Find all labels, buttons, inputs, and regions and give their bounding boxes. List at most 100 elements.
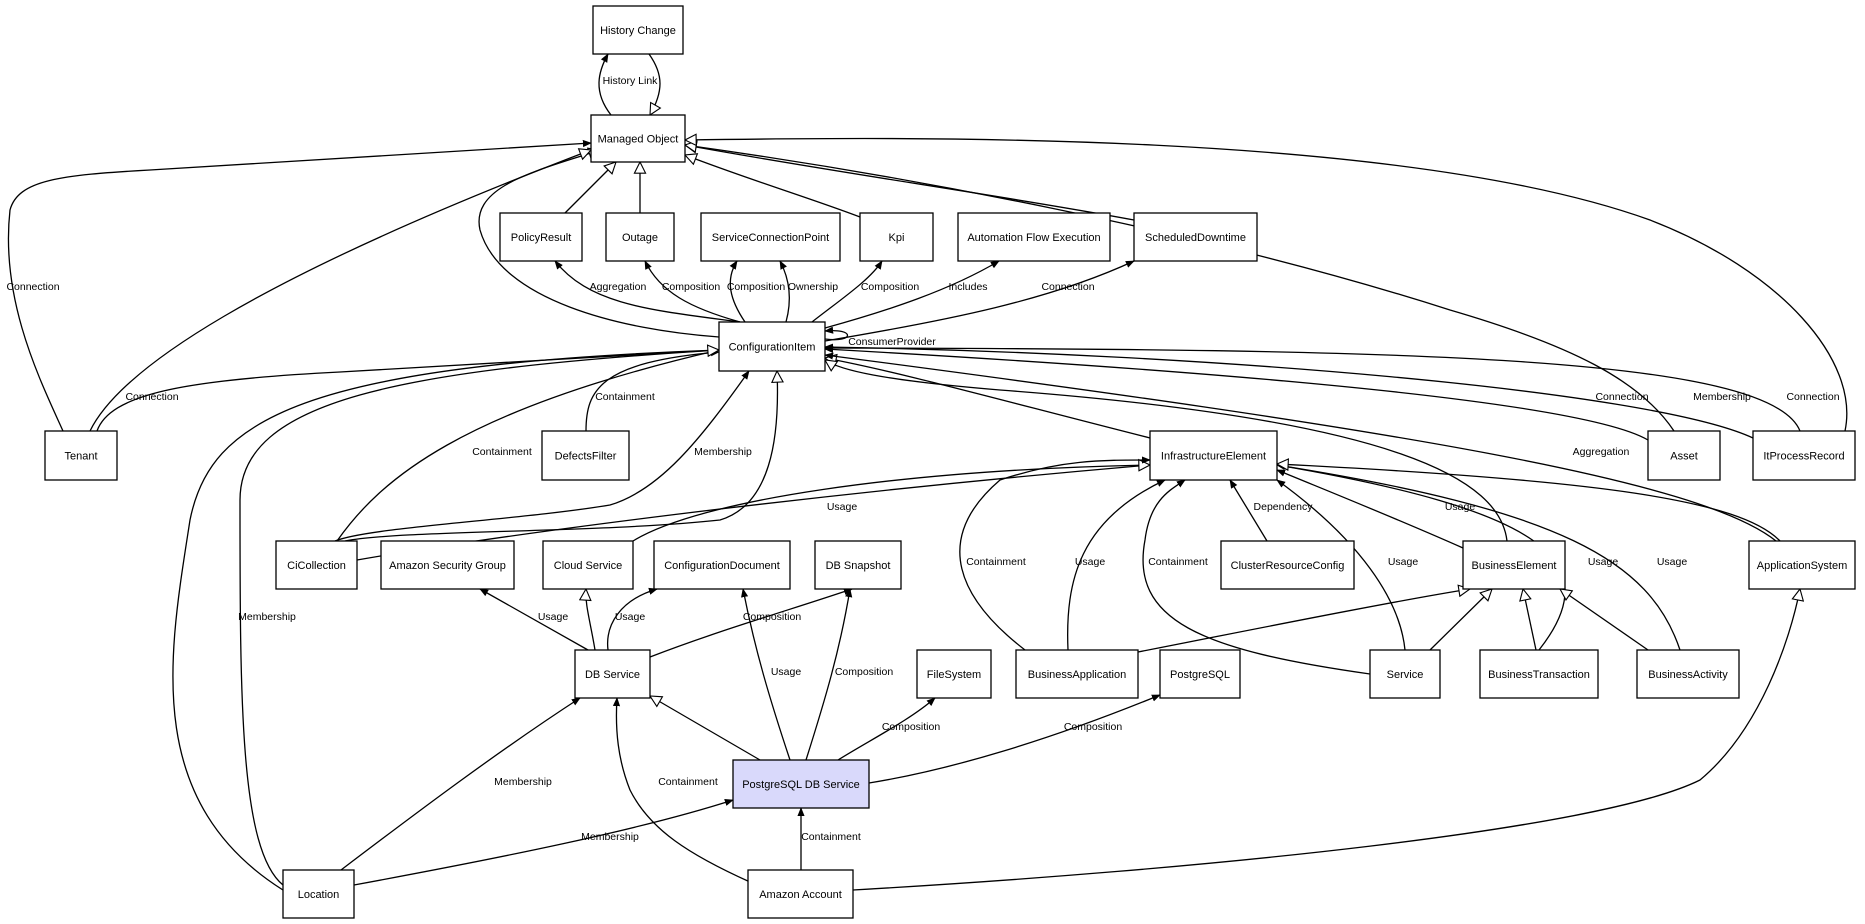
edge-cicoll-to-ci — [344, 371, 777, 542]
edge-bact-to-infra — [1276, 462, 1681, 651]
node-label: DB Snapshot — [826, 560, 891, 572]
node-label: ItProcessRecord — [1763, 451, 1844, 463]
node-fs[interactable]: FileSystem — [916, 649, 992, 699]
node-be[interactable]: BusinessElement — [1462, 540, 1566, 590]
node-ci[interactable]: ConfigurationItem — [718, 321, 826, 372]
edge-label: Usage — [1588, 556, 1619, 568]
edge-be-to-infra — [1276, 469, 1464, 549]
node-label: Outage — [622, 232, 658, 244]
node-outage[interactable]: Outage — [605, 212, 675, 262]
node-configdoc[interactable]: ConfigurationDocument — [653, 540, 791, 590]
edge-be-to-ci — [825, 360, 1508, 542]
node-box — [1220, 540, 1355, 590]
edge-ci-to-outage — [644, 260, 741, 323]
edge-label: Usage — [827, 501, 858, 513]
node-label: BusinessElement — [1472, 560, 1557, 572]
node-policy-result[interactable]: PolicyResult — [499, 212, 583, 262]
node-tenant[interactable]: Tenant — [44, 430, 118, 481]
node-location[interactable]: Location — [282, 869, 355, 919]
node-managed-object[interactable]: Managed Object — [590, 114, 686, 163]
edge-bact-to-be — [1560, 589, 1649, 651]
node-box — [499, 212, 583, 262]
edge-label: Connection — [1041, 281, 1094, 293]
node-box — [718, 321, 826, 372]
edge-cicoll-to-ci — [334, 370, 750, 542]
node-asset[interactable]: Asset — [1647, 430, 1721, 481]
edge-cloud-to-infra — [632, 465, 1150, 542]
node-box — [574, 649, 651, 699]
node-sched[interactable]: ScheduledDowntime — [1133, 212, 1258, 262]
edge-tenant-to-managed_object — [89, 150, 591, 432]
edge-label: Composition — [662, 281, 721, 293]
node-amzacct[interactable]: Amazon Account — [747, 869, 854, 919]
node-label: ApplicationSystem — [1757, 560, 1848, 572]
node-box — [605, 212, 675, 262]
node-afe[interactable]: Automation Flow Execution — [957, 212, 1111, 262]
edge-asset-to-ci — [824, 345, 1649, 441]
edge-crc-to-infra — [1229, 479, 1268, 542]
node-label: Location — [298, 889, 340, 901]
node-bact[interactable]: BusinessActivity — [1636, 649, 1740, 699]
node-defects[interactable]: DefectsFilter — [541, 430, 630, 481]
edge-label: Usage — [1388, 556, 1419, 568]
node-label: ScheduledDowntime — [1145, 232, 1246, 244]
edge-label: Composition — [727, 281, 786, 293]
edge-label: Composition — [1064, 721, 1123, 733]
edge-label: Composition — [743, 611, 802, 623]
node-appsys[interactable]: ApplicationSystem — [1748, 540, 1856, 590]
node-bapp[interactable]: BusinessApplication — [1015, 649, 1139, 699]
node-box — [44, 430, 118, 481]
node-box — [1479, 649, 1599, 699]
edge-dbservice-to-asg — [479, 588, 589, 651]
edge-location-to-pgdb — [353, 799, 734, 886]
node-box — [700, 212, 841, 262]
node-box — [957, 212, 1111, 262]
node-pgdb[interactable]: PostgreSQL DB Service — [732, 759, 870, 809]
node-label: Amazon Account — [759, 889, 842, 901]
node-box — [1647, 430, 1721, 481]
node-itproc[interactable]: ItProcessRecord — [1752, 430, 1856, 481]
node-box — [732, 759, 870, 809]
node-crc[interactable]: ClusterResourceConfig — [1220, 540, 1355, 590]
node-cloud[interactable]: Cloud Service — [542, 540, 634, 590]
edge-ci-to-scp — [729, 260, 746, 323]
node-scp[interactable]: ServiceConnectionPoint — [700, 212, 841, 262]
node-dbsnap[interactable]: DB Snapshot — [814, 540, 902, 590]
node-label: ClusterResourceConfig — [1231, 560, 1345, 572]
edge-asset-to-managed_object — [685, 145, 1675, 432]
edge-label: Connection — [6, 281, 59, 293]
node-box — [814, 540, 902, 590]
edge-location-to-ci — [239, 350, 719, 886]
node-label: Kpi — [889, 232, 905, 244]
node-box — [590, 114, 686, 163]
edge-label: Containment — [801, 831, 861, 843]
edge-label: Connection — [1786, 391, 1839, 403]
node-cicoll[interactable]: CiCollection — [275, 540, 358, 590]
node-infra[interactable]: InfrastructureElement — [1149, 430, 1278, 481]
edge-kpi-to-managed_object — [685, 155, 861, 218]
edge-itproc-to-ci — [824, 343, 1754, 439]
edge-managed_object-to-history_change — [598, 53, 612, 116]
edge-label: Containment — [472, 446, 532, 458]
node-history-change[interactable]: History Change — [592, 5, 684, 55]
node-box — [1462, 540, 1566, 590]
edge-history_change-to-managed_object — [648, 53, 660, 115]
node-box — [282, 869, 355, 919]
node-kpi[interactable]: Kpi — [859, 212, 934, 262]
node-label: Managed Object — [598, 134, 679, 146]
node-btrans[interactable]: BusinessTransaction — [1479, 649, 1599, 699]
node-box — [653, 540, 791, 590]
edge-label: Containment — [595, 391, 655, 403]
node-label: PostgreSQL — [1170, 669, 1230, 681]
edge-label: Usage — [1657, 556, 1688, 568]
edge-service-to-infra — [1276, 479, 1406, 651]
node-dbservice[interactable]: DB Service — [574, 649, 651, 699]
node-service[interactable]: Service — [1369, 649, 1441, 699]
node-pg[interactable]: PostgreSQL — [1159, 649, 1241, 699]
edge-amzacct-to-appsys — [852, 589, 1800, 891]
node-box — [1133, 212, 1258, 262]
edge-pgdb-to-fs — [837, 697, 936, 761]
edge-label: Containment — [658, 776, 718, 788]
node-asg[interactable]: Amazon Security Group — [380, 540, 515, 590]
